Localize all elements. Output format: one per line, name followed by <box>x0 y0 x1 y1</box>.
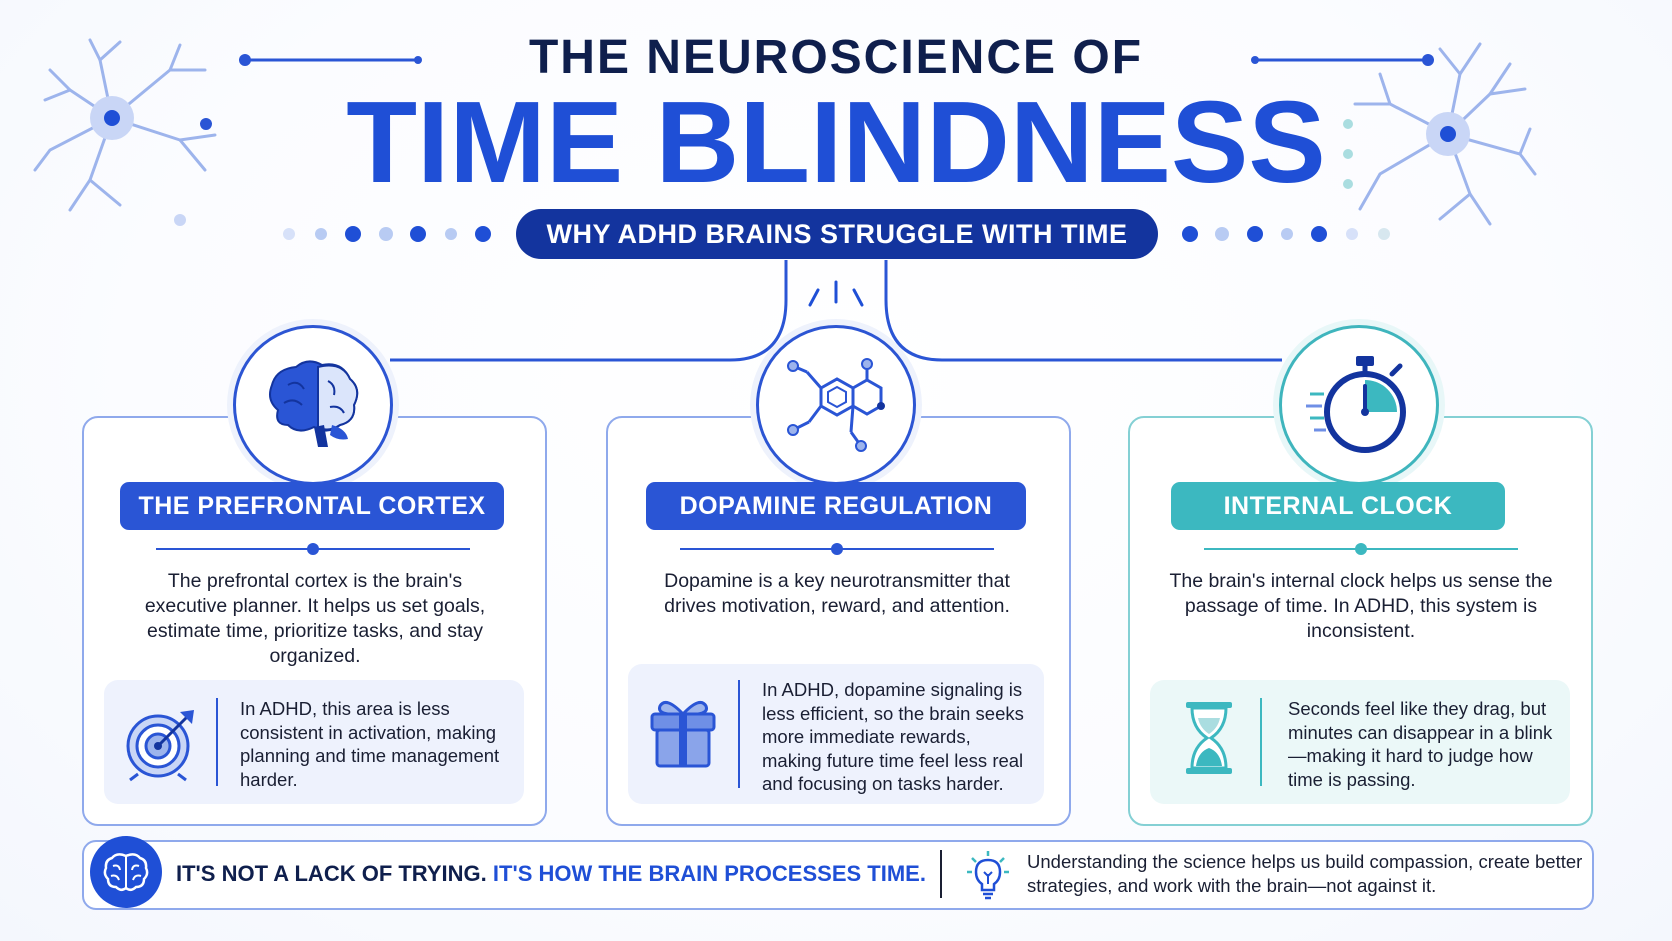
card-title: INTERNAL CLOCK <box>1223 491 1453 520</box>
card-description: The brain's internal clock helps us sens… <box>1169 570 1553 642</box>
card-title-pill: DOPAMINE REGULATION <box>646 482 1026 530</box>
neuron-left-decoration <box>33 38 217 226</box>
connector-lines <box>390 260 1282 362</box>
card-divider-dot <box>307 543 319 555</box>
subtitle-text: WHY ADHD BRAINS STRUGGLE WITH TIME <box>546 218 1128 249</box>
detail-separator <box>1260 698 1262 786</box>
brain-icon <box>269 360 359 447</box>
target-icon <box>126 710 194 782</box>
footer-separator <box>940 850 942 898</box>
card-title-pill: INTERNAL CLOCK <box>1171 482 1505 530</box>
card-description: Dopamine is a key neurotransmitter that … <box>664 570 1010 617</box>
card-title: DOPAMINE REGULATION <box>679 491 993 520</box>
card-title-pill: THE PREFRONTAL CORTEX <box>120 482 504 530</box>
footer-note: Understanding the science helps us build… <box>1027 851 1583 896</box>
card-detail-text: Seconds feel like they drag, but minutes… <box>1288 698 1553 790</box>
lightbulb-icon <box>967 851 1009 900</box>
brain-icon <box>103 853 149 891</box>
molecule-icon <box>787 358 885 452</box>
card-icon-circle <box>756 325 916 485</box>
subtitle-banner: WHY ADHD BRAINS STRUGGLE WITH TIME <box>516 209 1158 259</box>
stopwatch-icon <box>1306 356 1406 453</box>
card-divider-dot <box>1355 543 1367 555</box>
footer-brain-badge <box>90 836 162 908</box>
detail-separator <box>738 680 740 788</box>
neuron-right-decoration <box>1343 42 1537 226</box>
footer-statement: IT'S NOT A LACK OF TRYING. IT'S HOW THE … <box>176 861 926 887</box>
title-top: THE NEUROSCIENCE OF <box>528 31 1144 84</box>
detail-separator <box>216 698 218 786</box>
footer-banner <box>82 840 1594 910</box>
card-detail-text: In ADHD, this area is less consistent in… <box>240 698 500 790</box>
gift-icon <box>650 700 716 768</box>
footer-statement-part2: IT'S HOW THE BRAIN PROCESSES TIME. <box>492 861 926 886</box>
header-decorations <box>239 54 1434 307</box>
title-main: TIME BLINDNESS <box>346 77 1326 207</box>
card-icon-circle <box>233 325 393 485</box>
footer-statement-part1: IT'S NOT A LACK OF TRYING. <box>176 861 487 886</box>
card-description: The prefrontal cortex is the brain's exe… <box>144 570 486 667</box>
hourglass-icon <box>1186 702 1232 774</box>
card-title: THE PREFRONTAL CORTEX <box>138 491 486 520</box>
card-detail-text: In ADHD, dopamine signaling is less effi… <box>762 679 1024 794</box>
card-divider-dot <box>831 543 843 555</box>
card-detail-box <box>1150 680 1570 804</box>
card-icon-circle <box>1279 325 1439 485</box>
